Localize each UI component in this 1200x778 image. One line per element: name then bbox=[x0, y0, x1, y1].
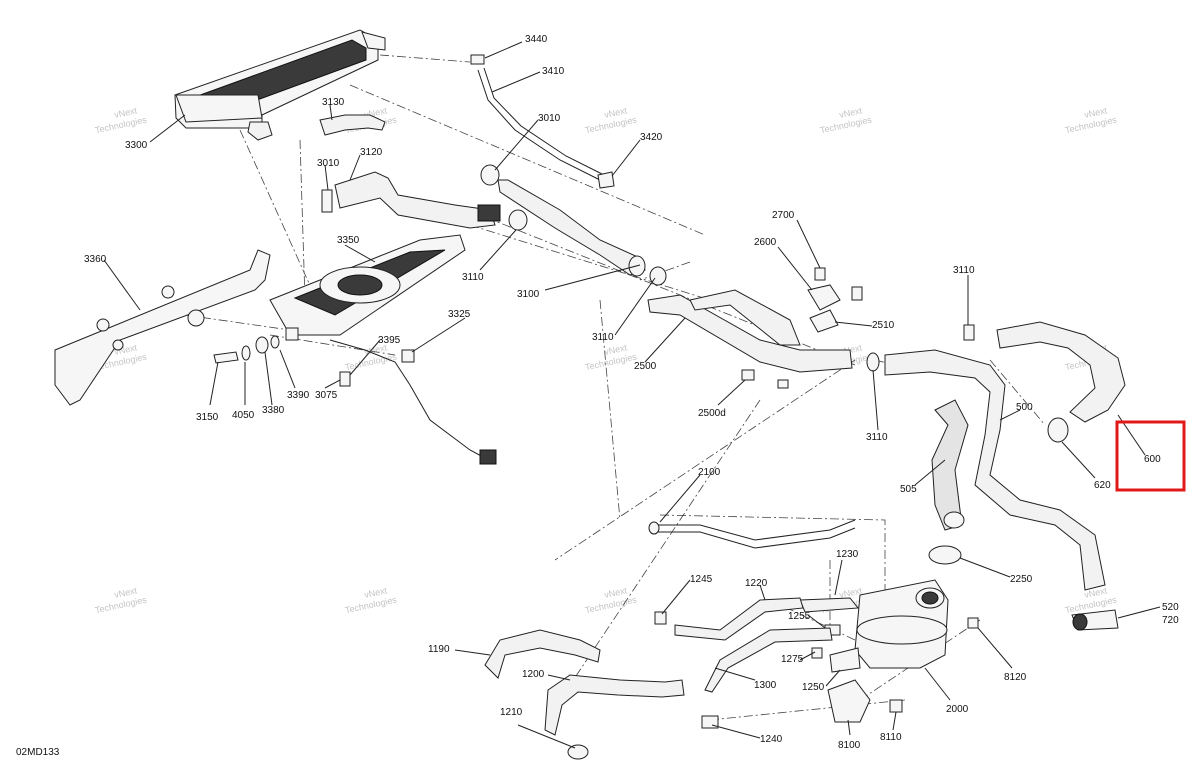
part-number-label[interactable]: 2000 bbox=[946, 704, 969, 715]
watermark-line1: vNext bbox=[113, 105, 138, 120]
part-number-label[interactable]: 1245 bbox=[690, 574, 713, 585]
part-number-label[interactable]: 1250 bbox=[802, 682, 825, 693]
part-number-label[interactable]: 2500d bbox=[698, 408, 726, 419]
parts-drawing bbox=[54, 29, 1126, 760]
part-number-label[interactable]: 3075 bbox=[315, 390, 338, 401]
part-number-label[interactable]: 3350 bbox=[337, 235, 360, 246]
watermark-line1: vNext bbox=[603, 105, 628, 120]
part-number-label[interactable]: 3010 bbox=[538, 113, 561, 124]
part-number-label[interactable]: 3380 bbox=[262, 405, 285, 416]
part-number-label[interactable]: 2700 bbox=[772, 210, 795, 221]
part-number-label[interactable]: 3130 bbox=[322, 97, 345, 108]
part-number-label[interactable]: 1230 bbox=[836, 549, 859, 560]
part-number-label[interactable]: 3150 bbox=[196, 412, 219, 423]
tank-2000 bbox=[854, 579, 949, 669]
watermark-line1: vNext bbox=[363, 585, 388, 600]
watermark-line1: vNext bbox=[838, 585, 863, 600]
part-number-label[interactable]: 505 bbox=[900, 484, 917, 495]
drawing-code: 02MD133 bbox=[16, 747, 60, 758]
part-number-label[interactable]: 1210 bbox=[500, 707, 523, 718]
part-number-label[interactable]: 1240 bbox=[760, 734, 783, 745]
part-number-label[interactable]: 4050 bbox=[232, 410, 255, 421]
part-number-label[interactable]: 2600 bbox=[754, 237, 777, 248]
part-number-label[interactable]: 3410 bbox=[542, 66, 565, 77]
part-number-label[interactable]: 500 bbox=[1016, 402, 1033, 413]
highlight-box bbox=[1115, 420, 1186, 492]
part-number-label[interactable]: 3325 bbox=[448, 309, 471, 320]
part-number-label[interactable]: 3110 bbox=[866, 432, 888, 443]
part-number-label[interactable]: 2100 bbox=[698, 467, 721, 478]
part-number-label[interactable]: 3440 bbox=[525, 34, 548, 45]
part-number-label[interactable]: 1190 bbox=[428, 644, 450, 655]
part-number-label[interactable]: 8120 bbox=[1004, 672, 1027, 683]
part-number-label[interactable]: 8100 bbox=[838, 740, 861, 751]
part-number-label[interactable]: 8110 bbox=[880, 732, 902, 743]
watermark-line1: vNext bbox=[603, 585, 628, 600]
part-number-label[interactable]: 620 bbox=[1094, 480, 1111, 491]
part-number-label[interactable]: 3420 bbox=[640, 132, 663, 143]
part-number-label[interactable]: 2510 bbox=[872, 320, 895, 331]
part-number-label[interactable]: 3390 bbox=[287, 390, 310, 401]
part-number-label[interactable]: 1220 bbox=[745, 578, 768, 589]
watermark-line1: vNext bbox=[603, 342, 628, 357]
part-number-label[interactable]: 3120 bbox=[360, 147, 383, 158]
watermark-line1: vNext bbox=[113, 585, 138, 600]
part-number-label[interactable]: 720 bbox=[1162, 615, 1179, 626]
part-number-label[interactable]: 3100 bbox=[517, 289, 540, 300]
part-labels: 3440 3410 3130 3010 3010 3420 3300 3120 … bbox=[84, 34, 1179, 751]
part-number-label[interactable]: 1300 bbox=[754, 680, 777, 691]
part-number-label[interactable]: 3300 bbox=[125, 140, 148, 151]
part-number-label[interactable]: 3395 bbox=[378, 335, 401, 346]
leader-lines bbox=[103, 41, 1161, 749]
radiator-3300 bbox=[174, 29, 386, 129]
fan-3350 bbox=[269, 234, 466, 336]
part-number-label[interactable]: 600 bbox=[1144, 454, 1161, 465]
part-number-label[interactable]: 2500 bbox=[634, 361, 657, 372]
part-number-label[interactable]: 520 bbox=[1162, 602, 1179, 613]
part-number-label[interactable]: 3110 bbox=[953, 265, 975, 276]
watermark-line1: vNext bbox=[1083, 105, 1108, 120]
watermark-line1: vNext bbox=[363, 342, 388, 357]
part-number-label[interactable]: 3360 bbox=[84, 254, 107, 265]
watermark-line1: vNext bbox=[838, 105, 863, 120]
part-number-label[interactable]: 2250 bbox=[1010, 574, 1033, 585]
part-number-label[interactable]: 1255 bbox=[788, 611, 811, 622]
part-number-label[interactable]: 1275 bbox=[781, 654, 804, 665]
part-number-label[interactable]: 3110 bbox=[592, 332, 614, 343]
part-number-label[interactable]: 3010 bbox=[317, 158, 340, 169]
part-number-label[interactable]: 3110 bbox=[462, 272, 484, 283]
part-number-label[interactable]: 1200 bbox=[522, 669, 545, 680]
